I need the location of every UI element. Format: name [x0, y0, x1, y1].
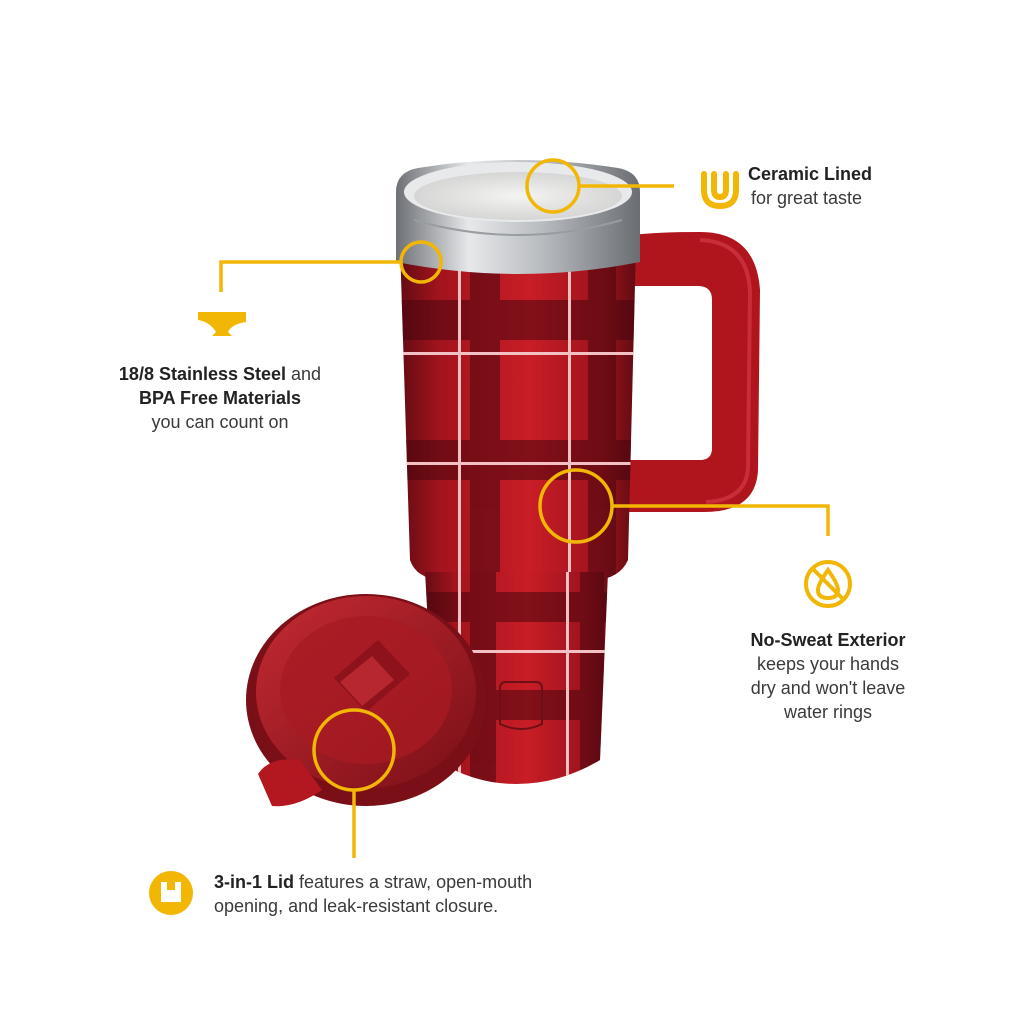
ceramic-u-icon	[701, 171, 739, 210]
callout-ceramic-lined: Ceramic Lined for great taste	[748, 162, 918, 210]
sweat-line-2: dry and won't leave	[750, 678, 906, 698]
anvil-icon	[198, 312, 246, 336]
lid-icon	[149, 871, 193, 915]
callout-no-sweat: No-Sweat Exterior keeps your hands dry a…	[728, 628, 928, 724]
steel-title-1: 18/8 Stainless Steel	[118, 364, 287, 384]
sweat-line-1: keeps your hands	[756, 654, 900, 674]
tumbler-rim	[396, 160, 640, 274]
lid-line-1: features a straw, open-mouth	[294, 872, 533, 892]
steel-join: and	[286, 364, 322, 384]
callout-3-in-1-lid: 3-in-1 Lid features a straw, open-mouth …	[214, 870, 594, 918]
ceramic-title: Ceramic Lined	[748, 164, 873, 184]
lid-line-2: opening, and leak-resistant closure.	[214, 896, 499, 916]
tumbler-handle	[614, 232, 760, 512]
callout-stainless-steel: 18/8 Stainless Steel and BPA Free Materi…	[94, 362, 346, 434]
no-drop-icon	[804, 560, 852, 608]
ceramic-text: for great taste	[751, 188, 863, 208]
steel-text: you can count on	[151, 412, 289, 432]
sweat-title: No-Sweat Exterior	[750, 630, 906, 650]
sweat-line-3: water rings	[783, 702, 873, 722]
lid-title: 3-in-1 Lid	[214, 872, 294, 892]
tumbler-body-upper	[400, 245, 636, 580]
steel-title-2: BPA Free Materials	[138, 388, 302, 408]
tumbler-lid	[246, 594, 486, 807]
callout-lines	[219, 158, 830, 858]
